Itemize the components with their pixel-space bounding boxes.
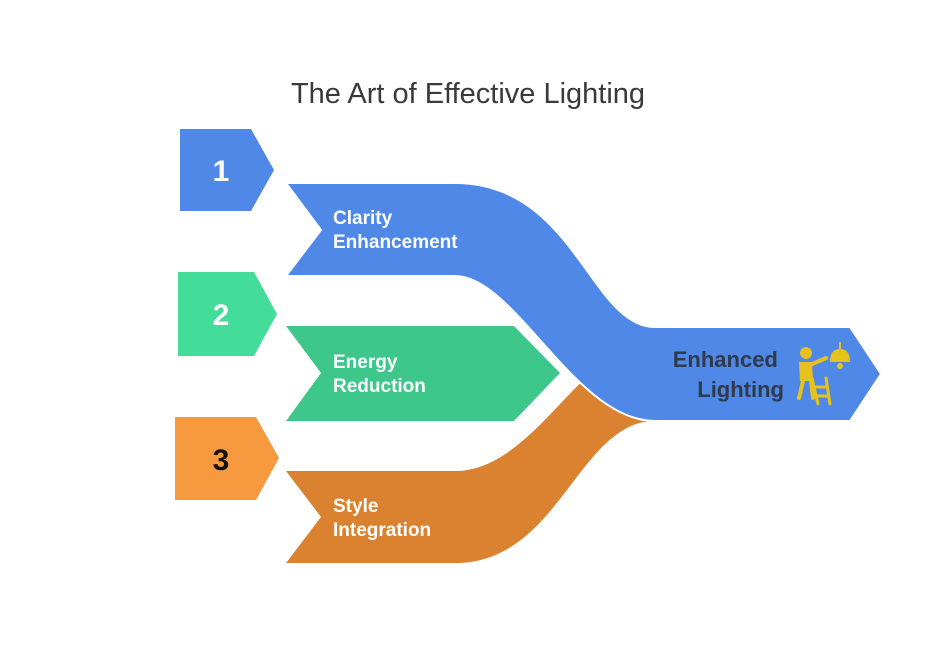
- step-number-2: 2: [213, 299, 230, 332]
- flow-band-energy-reduction: [286, 326, 560, 421]
- output-label-line1: Enhanced: [673, 347, 778, 372]
- flow-label-style-line2: Integration: [333, 520, 431, 541]
- flow-label-energy-reduction: Energy Reduction: [333, 352, 426, 397]
- person-hanging-lamp-icon: [797, 342, 850, 406]
- output-label-line2: Lighting: [697, 377, 784, 402]
- flow-label-clarity-enhancement: Clarity Enhancement: [333, 208, 458, 253]
- flow-band-clarity-enhancement: [285, 182, 882, 422]
- flow-label-clarity-line2: Enhancement: [333, 232, 458, 253]
- step-number-1: 1: [213, 155, 230, 188]
- step-tab-3: [175, 417, 279, 500]
- flow-band-style-integration: [286, 357, 655, 563]
- step-number-3: 3: [213, 444, 230, 477]
- step-tab-2: [178, 272, 277, 356]
- flow-label-energy-line1: Energy: [333, 352, 398, 373]
- flow-label-energy-line2: Reduction: [333, 376, 426, 397]
- diagram-title: The Art of Effective Lighting: [291, 78, 645, 110]
- flow-label-style-line1: Style: [333, 496, 378, 517]
- flow-label-style-integration: Style Integration: [333, 496, 431, 541]
- step-tab-1: [180, 129, 274, 211]
- output-label: Enhanced Lighting: [673, 347, 784, 402]
- flow-label-clarity-line1: Clarity: [333, 208, 393, 229]
